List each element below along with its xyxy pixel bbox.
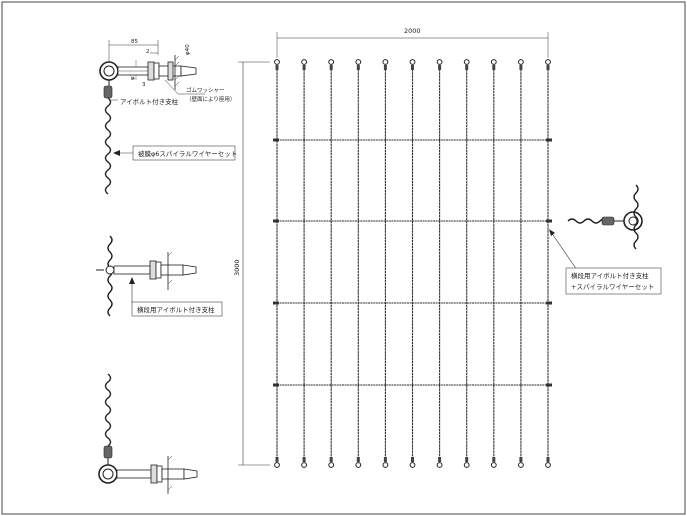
bottom-tensioner: [411, 457, 414, 462]
top-eye-bolt: [463, 59, 470, 65]
dim-2: 2: [146, 49, 150, 55]
bottom-eye-bolt: [436, 462, 443, 468]
bottom-eye-bolt: [463, 462, 470, 468]
bottom-tensioner: [465, 457, 469, 462]
top-eye-bolt: [274, 59, 280, 65]
horizontal-anchor: [273, 138, 279, 142]
horizontal-anchor: [546, 301, 552, 305]
bottom-tensioner: [546, 457, 550, 462]
label-eyebolt-post: アイボルト付き支柱: [120, 97, 179, 106]
top-tensioner: [438, 65, 442, 70]
bottom-eye-bolt: [274, 462, 280, 468]
top-eye-bolt: [518, 59, 524, 65]
bottom-tensioner: [383, 457, 387, 462]
top-tensioner: [492, 65, 496, 70]
label-spiral-wire: 被膜φ6スパイラルワイヤーセット: [138, 149, 237, 158]
top-eye-bolt: [328, 59, 335, 65]
eye-bolt-icon: [99, 61, 119, 81]
label-rubber-washer-note: （壁面により座用）: [186, 95, 235, 103]
top-tensioner: [383, 65, 387, 70]
bottom-tensioner: [438, 457, 442, 462]
top-tensioner: [329, 65, 333, 70]
right-detail: 横段用アイボルト付き支柱 +スパイラルワイヤーセット: [549, 184, 662, 295]
dim-3: 3: [142, 82, 146, 88]
bottom-tensioner: [302, 457, 306, 462]
dim-height: 3000: [233, 259, 241, 276]
label-right-note-1: 横段用アイボルト付き支柱: [571, 271, 649, 280]
bottom-tensioner: [329, 457, 333, 462]
horizontal-anchor: [546, 383, 552, 387]
top-tensioner: [546, 65, 550, 70]
dim-width: 2000: [404, 27, 421, 35]
top-eye-bolt: [545, 59, 551, 65]
main-grid: 2000 3000: [233, 27, 552, 468]
horizontal-anchor: [273, 219, 279, 223]
top-tensioner: [275, 65, 279, 70]
bottom-eye-bolt: [518, 462, 524, 468]
horizontal-anchor: [546, 138, 552, 142]
bottom-tensioner: [356, 457, 360, 462]
top-eye-bolt: [409, 59, 416, 65]
top-detail: 85 2 3 φ40 φ14 ゴムワッシャー （壁面により座用）: [99, 39, 237, 195]
label-rubber-washer: ゴムワッシャー: [186, 86, 225, 94]
bottom-eye-bolt: [409, 462, 416, 468]
bottom-tensioner: [492, 457, 496, 462]
bottom-eye-bolt: [545, 462, 551, 468]
bottom-eye-bolt: [328, 462, 335, 468]
bottom-eye-bolt: [301, 462, 308, 468]
top-eye-bolt: [490, 59, 497, 65]
bottom-tensioner: [519, 457, 523, 462]
top-eye-bolt: [301, 59, 308, 65]
dim-85: 85: [131, 39, 138, 45]
top-tensioner: [411, 65, 414, 70]
bottom-eye-bolt: [490, 462, 497, 468]
top-tensioner: [302, 65, 306, 70]
horizontal-anchor: [546, 219, 552, 223]
bottom-eye-bolt: [355, 462, 362, 468]
bottom-tensioner: [275, 457, 279, 462]
spiral-wire-icon: [104, 97, 112, 195]
horizontal-anchor: [273, 383, 279, 387]
top-tensioner: [519, 65, 523, 70]
horizontal-anchor: [273, 301, 279, 305]
top-eye-bolt: [382, 59, 389, 65]
top-eye-bolt: [355, 59, 362, 65]
top-tensioner: [465, 65, 469, 70]
dim-phi40: φ40: [185, 44, 191, 55]
bottom-eye-bolt: [382, 462, 389, 468]
top-tensioner: [356, 65, 360, 70]
middle-detail: 横段用アイボルト付き支柱: [96, 235, 223, 317]
top-eye-bolt: [436, 59, 443, 65]
label-right-note-2: +スパイラルワイヤーセット: [571, 283, 654, 291]
bottom-detail: [98, 373, 198, 494]
label-horizontal-post: 横段用アイボルト付き支柱: [137, 305, 215, 314]
